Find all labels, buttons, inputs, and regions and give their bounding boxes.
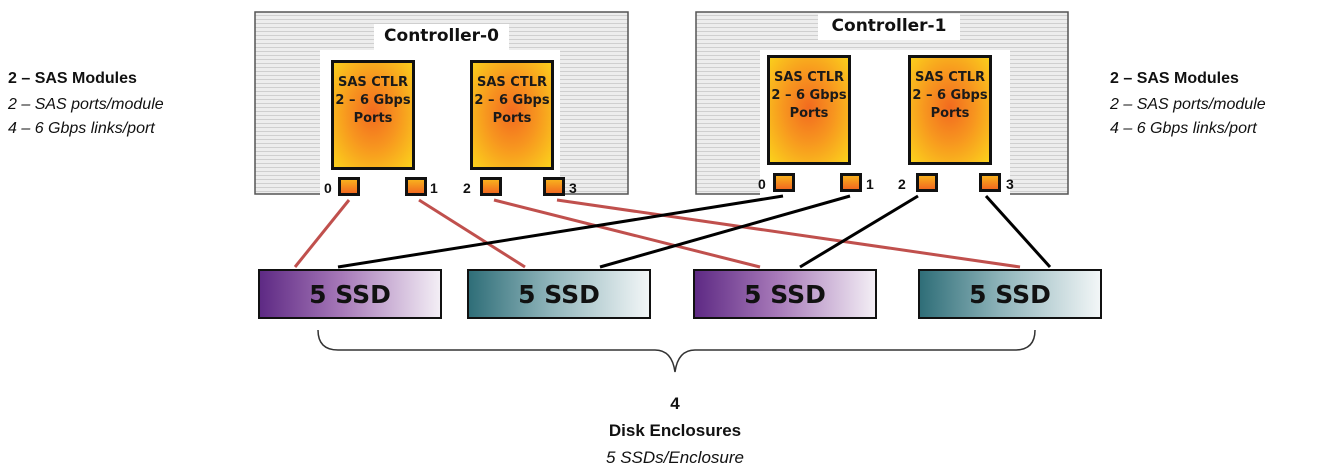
enclosure-count: 4	[670, 394, 680, 413]
port-label: 0	[758, 176, 766, 192]
enclosure-summary-subtitle: 5 SSDs/Enclosure	[606, 448, 744, 467]
controller-1-sas-module-0: SAS CTLR 2 – 6 Gbps Ports	[767, 55, 851, 165]
link-c1-p2-enc3	[799, 194, 919, 269]
link-c0-p2-enc3	[493, 198, 761, 269]
sas-module-line1: SAS CTLR	[773, 70, 844, 85]
link-c0-p1-enc2	[418, 198, 526, 269]
link-c0-p3-enc4	[556, 198, 1021, 269]
sas-port-1	[840, 173, 862, 192]
sas-module-line1: SAS CTLR	[476, 75, 547, 90]
sas-module-line3: Ports	[930, 106, 970, 121]
controller-1-sas-module-1: SAS CTLR 2 – 6 Gbps Ports	[908, 55, 992, 165]
right-sas-note: 2 – SAS Modules 2 – SAS ports/module 4 –…	[1110, 70, 1340, 138]
sas-module-line2: 2 – 6 Gbps	[335, 93, 411, 108]
disk-enclosure-4: 5 SSD	[918, 269, 1102, 319]
controller-0-title: Controller-0	[384, 26, 499, 46]
right-note-line1: 2 – SAS ports/module	[1110, 96, 1266, 113]
sas-module-line1: SAS CTLR	[914, 70, 985, 85]
controller-0-sas-module-0: SAS CTLR 2 – 6 Gbps Ports	[331, 60, 415, 170]
disk-enclosure-3: 5 SSD	[693, 269, 877, 319]
link-c1-p1-enc2	[599, 194, 851, 269]
sas-port-2	[916, 173, 938, 192]
sas-module-line2: 2 – 6 Gbps	[912, 88, 988, 103]
controller-1-links	[337, 194, 1052, 269]
left-note-title: 2 – SAS Modules	[8, 70, 137, 87]
port-label: 1	[866, 176, 874, 192]
right-note-title: 2 – SAS Modules	[1110, 70, 1239, 87]
controller-0-sas-module-1: SAS CTLR 2 – 6 Gbps Ports	[470, 60, 554, 170]
sas-module-line2: 2 – 6 Gbps	[474, 93, 550, 108]
sas-module-line3: Ports	[789, 106, 829, 121]
sas-port-1	[405, 177, 427, 196]
sas-module-line3: Ports	[492, 111, 532, 126]
sas-module-line3: Ports	[353, 111, 393, 126]
left-note-line1: 2 – SAS ports/module	[8, 96, 164, 113]
link-c0-p0-enc1	[293, 199, 351, 268]
link-c1-p0-enc1	[337, 194, 784, 269]
port-label: 2	[898, 176, 906, 192]
sas-port-3	[979, 173, 1001, 192]
right-note-line2: 4 – 6 Gbps links/port	[1110, 120, 1257, 137]
disk-enclosure-1: 5 SSD	[258, 269, 442, 319]
left-sas-note: 2 – SAS Modules 2 – SAS ports/module 4 –…	[8, 70, 248, 138]
left-note-line2: 4 – 6 Gbps links/port	[8, 120, 155, 137]
sas-module-line1: SAS CTLR	[337, 75, 408, 90]
sas-port-3	[543, 177, 565, 196]
controller-1-title: Controller-1	[831, 16, 947, 36]
enclosure-summary-title: Disk Enclosures	[608, 421, 742, 440]
port-label: 1	[430, 180, 438, 196]
sas-port-2	[480, 177, 502, 196]
disk-enclosure-2: 5 SSD	[467, 269, 651, 319]
port-label: 0	[324, 180, 332, 196]
port-label: 3	[569, 180, 577, 196]
port-label: 3	[1006, 176, 1014, 192]
sas-port-0	[773, 173, 795, 192]
link-c1-p3-enc4	[984, 194, 1052, 269]
controller-0-links	[293, 198, 1021, 269]
sas-port-0	[338, 177, 360, 196]
port-label: 2	[463, 180, 471, 196]
enclosure-brace	[317, 329, 1036, 373]
sas-module-line2: 2 – 6 Gbps	[771, 88, 847, 103]
